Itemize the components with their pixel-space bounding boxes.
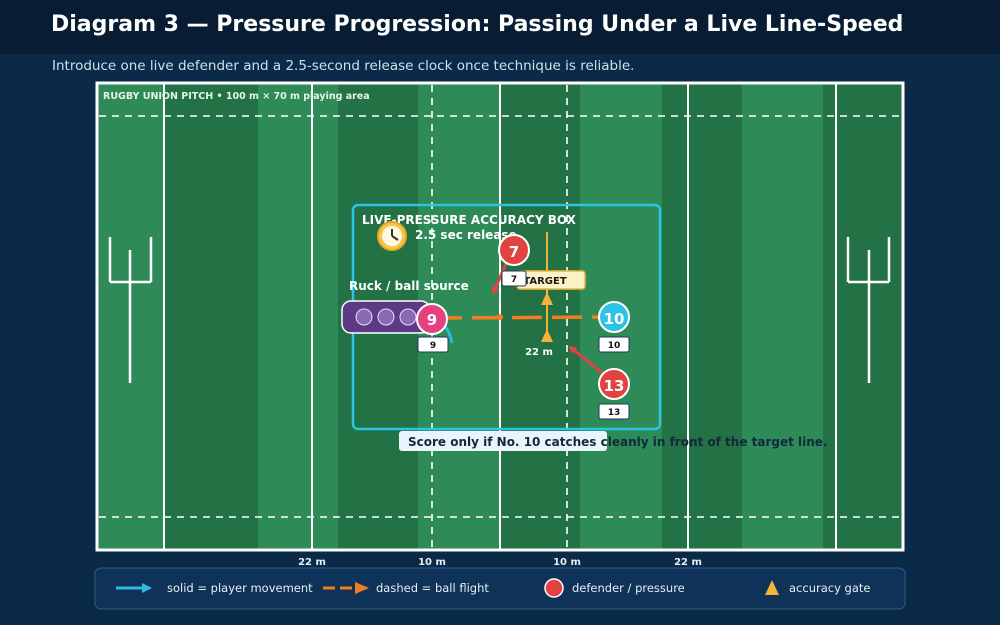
player-number: 13 [604,377,625,395]
rugby-pitch: RUGBY UNION PITCH • 100 m × 70 m playing… [95,81,905,552]
clock-label: 2.5 sec release [415,228,517,242]
goal-posts-right [846,237,891,383]
legend-movement-label: solid = player movement [167,581,313,595]
legend-defender-icon [544,578,564,598]
player-tag: 13 [608,408,621,418]
player-tag: 10 [608,341,621,351]
scoring-note-box [399,431,607,451]
goal-posts-left [108,237,153,383]
ruck-label: Ruck / ball source [349,279,469,293]
clock-icon [377,221,407,251]
accuracy-gate-icon [541,292,553,305]
grass-stripes [97,83,823,550]
defender-7-pressure-arrow [491,261,509,295]
player-fly-half-10[interactable]: 10 10 [598,301,630,353]
player-tag: 7 [511,275,517,285]
legend-gate-icon [765,580,779,595]
distance-label: 22 m [298,557,326,568]
page-subtitle: Introduce one live defender and a 2.5-se… [52,58,635,74]
accuracy-gate-icon [541,329,553,342]
distance-labels: 22 m 10 m 10 m 22 m [298,557,702,568]
page-title: Diagram 3 — Pressure Progression: Passin… [51,12,904,37]
target-label: TARGET [523,276,567,287]
legend: solid = player movement dashed = ball fl… [94,567,906,610]
legend-gate-label: accuracy gate [789,581,870,595]
player-scrum-half-9[interactable]: 9 9 [416,303,449,353]
defender-13[interactable]: 13 13 [598,368,630,420]
legend-defender-label: defender / pressure [572,581,685,595]
scoring-note: Score only if No. 10 catches cleanly in … [408,435,828,449]
ball-flight-arrow [431,311,618,324]
player-tag: 9 [430,341,436,351]
legend-ball-flight-label: dashed = ball flight [376,581,489,595]
player-number: 7 [509,243,519,261]
accuracy-box-title: LIVE-PRESSURE ACCURACY BOX [362,213,577,227]
ruck-ball-source [341,300,431,334]
gate-distance-label: 22 m [525,347,553,358]
dashed-lines [99,85,901,548]
defender-7[interactable]: 7 7 [498,234,530,287]
ball-marker [497,314,503,320]
player-number: 9 [427,311,437,329]
pitch-caption: RUGBY UNION PITCH • 100 m × 70 m playing… [103,91,370,102]
distance-label: 10 m [418,557,446,568]
defender-13-pressure-arrow [568,345,607,378]
pitch-lines [163,83,837,550]
header-bar [0,0,1000,54]
player-number: 10 [604,310,625,328]
distance-label: 22 m [674,557,702,568]
distance-label: 10 m [553,557,581,568]
